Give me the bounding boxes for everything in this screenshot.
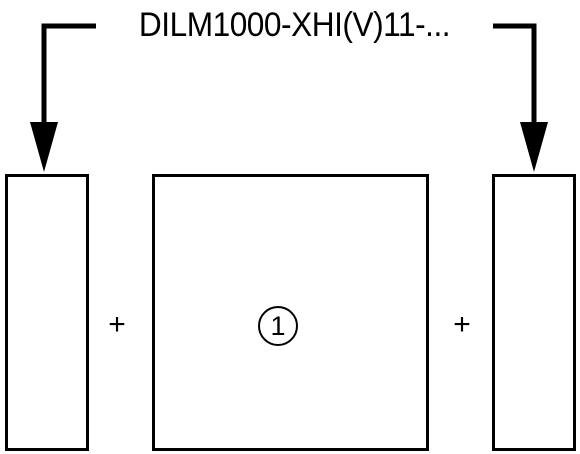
plus-sign-right: + <box>453 308 471 341</box>
right-auxiliary-contact-block <box>492 174 576 451</box>
item-number-circle: 1 <box>258 306 298 346</box>
right-connector-line <box>493 23 537 130</box>
left-connector-line <box>41 23 96 130</box>
plus-sign-left: + <box>108 308 126 341</box>
left-auxiliary-contact-block <box>5 174 89 451</box>
right-arrowhead <box>520 122 548 172</box>
part-number-label: DILM1000-XHI(V)11-... <box>109 4 480 46</box>
left-arrowhead <box>30 122 58 172</box>
